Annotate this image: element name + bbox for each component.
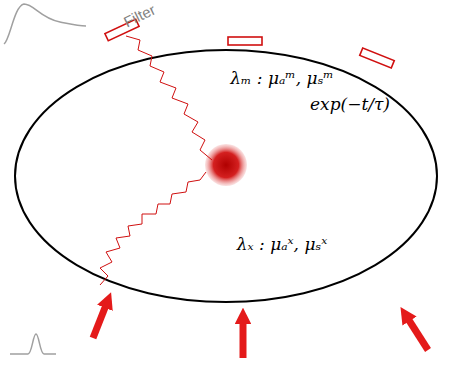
tissue-outline [15, 50, 437, 302]
filter-curve [4, 4, 86, 44]
decay-term-holder: exp(−t/τ) [310, 94, 390, 114]
source-arrow [93, 300, 108, 338]
fluorescent-inclusion [205, 144, 247, 186]
emission-path [126, 36, 212, 160]
decay-term: exp(−t/τ) [310, 94, 390, 114]
detector [360, 48, 395, 68]
source-arrow [240, 316, 247, 358]
excitation-path [100, 172, 206, 285]
emission-optics: λₘ : μₐᵐ, μₛᵐ [230, 68, 334, 88]
detector [228, 37, 262, 45]
excitation-optics-holder: λₓ : μₐˣ, μₛˣ [237, 234, 327, 254]
source-arrow [405, 314, 428, 350]
input-pulse [10, 334, 56, 354]
emission-optics-holder: λₘ : μₐᵐ, μₛᵐ [230, 68, 334, 88]
excitation-optics: λₓ : μₐˣ, μₛˣ [237, 234, 327, 254]
